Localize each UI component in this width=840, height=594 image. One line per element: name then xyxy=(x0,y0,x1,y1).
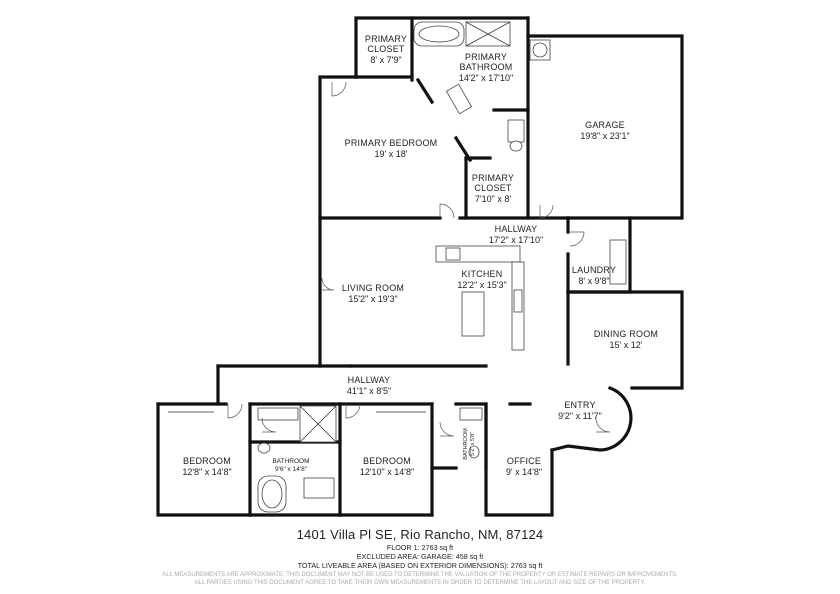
room-hallway-lower-dim: 41'1" x 8'5" xyxy=(347,386,391,396)
doors xyxy=(227,81,611,437)
room-bedroom-left-name: BEDROOM xyxy=(183,456,231,466)
room-garage-dim: 19'8" x 23'1" xyxy=(580,131,629,141)
room-entry-name: ENTRY xyxy=(564,400,595,410)
room-bathroom-small-dim: 5'2" x 5'8" xyxy=(470,432,476,456)
room-hallway-lower-name: HALLWAY xyxy=(348,375,391,385)
disclaimer-line-1: ALL MEASUREMENTS ARE APPROXIMATE. THIS D… xyxy=(162,572,678,578)
room-primary-bathroom-dim: 14'2" x 17'10" xyxy=(459,73,513,83)
room-primary-closet-top-name-1: PRIMARY xyxy=(365,34,407,44)
room-living-room-name: LIVING ROOM xyxy=(342,283,404,293)
room-primary-closet-lower-dim: 7'10" x 8' xyxy=(475,194,511,204)
room-bedroom-mid-dim: 12'10" x 14'8" xyxy=(360,467,414,477)
room-primary-closet-top-name-2: CLOSET xyxy=(367,44,405,54)
floor-area: FLOOR 1: 2763 sq ft xyxy=(386,543,454,552)
room-office-name: OFFICE xyxy=(507,456,541,466)
room-primary-bedroom-dim: 19' x 18' xyxy=(375,149,408,159)
room-bedroom-left-dim: 12'8" x 14'8" xyxy=(182,467,231,477)
room-office-dim: 9' x 14'8" xyxy=(506,467,542,477)
room-primary-bedroom-name: PRIMARY BEDROOM xyxy=(345,138,438,148)
room-garage-name: GARAGE xyxy=(585,120,625,130)
excluded-area: EXCLUDED AREA: GARAGE: 458 sq ft xyxy=(356,552,484,561)
room-bathroom-mid-dim: 9'6" x 14'8" xyxy=(275,466,308,473)
room-entry-dim: 9'2" x 11'7" xyxy=(558,411,602,421)
room-bathroom-small-name: BATHROOM xyxy=(463,428,469,460)
room-hallway-upper-dim: 17'2" x 17'10" xyxy=(489,235,543,245)
room-hallway-upper-name: HALLWAY xyxy=(495,224,538,234)
room-bedroom-mid-name: BEDROOM xyxy=(363,456,411,466)
room-labels: PRIMARY CLOSET 8' x 7'9" PRIMARY BATHROO… xyxy=(182,34,658,477)
room-kitchen-name: KITCHEN xyxy=(462,269,503,279)
address-line: 1401 Villa Pl SE, Rio Rancho, NM, 87124 xyxy=(296,527,544,542)
room-primary-closet-lower-name-1: PRIMARY xyxy=(472,173,514,183)
room-living-room-dim: 15'2" x 19'3" xyxy=(348,294,397,304)
room-primary-bathroom-name-2: BATHROOM xyxy=(460,62,513,72)
room-bathroom-mid-name: BATHROOM xyxy=(272,458,309,465)
disclaimer-line-2: ALL PARTIES USING THIS DOCUMENT AGREE TO… xyxy=(194,580,646,586)
room-kitchen-dim: 12'2" x 15'3" xyxy=(457,280,506,290)
room-primary-closet-top-dim: 8' x 7'9" xyxy=(370,55,401,65)
total-liveable-area: TOTAL LIVEABLE AREA (BASED ON EXTERIOR D… xyxy=(297,561,543,570)
room-dining-room-name: DINING ROOM xyxy=(594,329,658,339)
fixtures xyxy=(168,21,627,513)
room-laundry-name: LAUNDRY xyxy=(572,265,616,275)
room-dining-room-dim: 15' x 12' xyxy=(610,340,643,350)
room-primary-bathroom-name-1: PRIMARY xyxy=(465,52,507,62)
room-primary-closet-lower-name-2: CLOSET xyxy=(474,183,512,193)
room-laundry-dim: 8' x 9'8" xyxy=(578,276,609,286)
